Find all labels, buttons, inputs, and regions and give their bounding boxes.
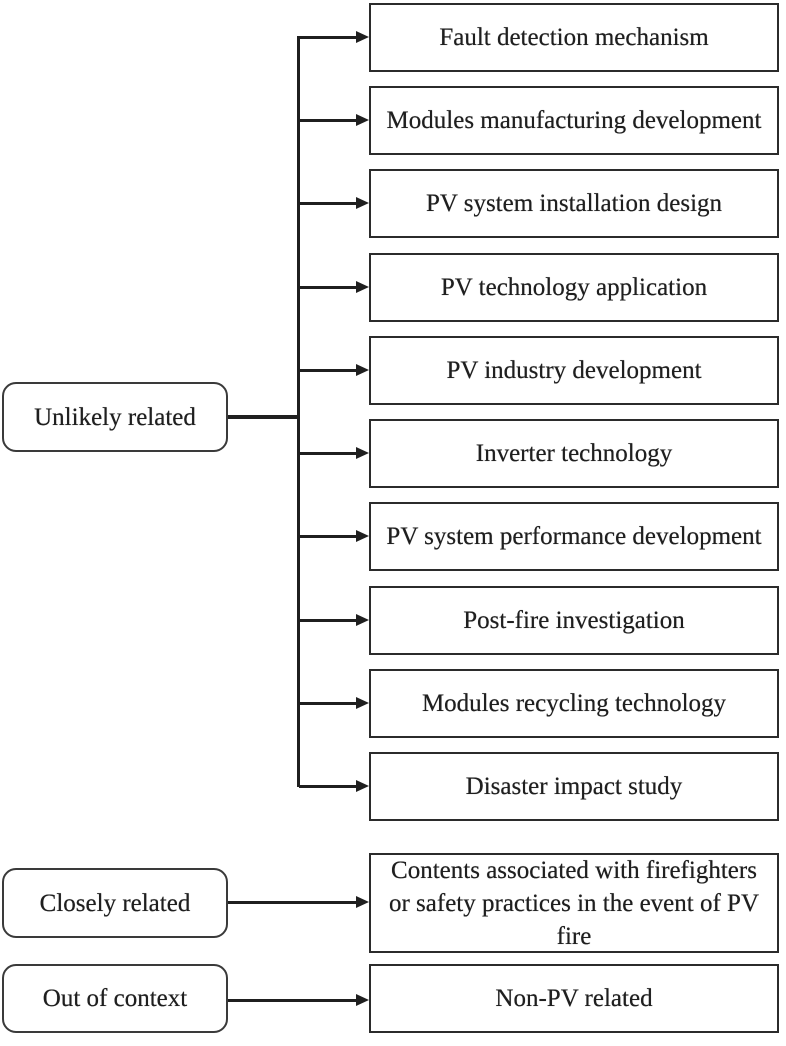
- node-pv-technology-application: PV technology application: [369, 253, 779, 322]
- node-label: Disaster impact study: [465, 773, 683, 800]
- node-label: Modules manufacturing development: [386, 107, 762, 134]
- arrow-to-disaster-impact: [299, 785, 356, 788]
- node-label: PV system installation design: [425, 190, 723, 217]
- node-label: Non-PV related: [495, 985, 653, 1012]
- node-pv-installation-design: PV system installation design: [369, 169, 779, 238]
- node-post-fire-investigation: Post-fire investigation: [369, 586, 779, 655]
- arrow-to-pv-industry-development: [299, 369, 356, 372]
- connector-unlikely-trunk: [228, 415, 298, 419]
- arrow-to-pv-performance-development: [299, 535, 356, 538]
- node-label: PV technology application: [440, 274, 708, 301]
- node-disaster-impact: Disaster impact study: [369, 752, 779, 821]
- category-closely-related: Closely related: [2, 868, 228, 938]
- node-label: Fault detection mechanism: [439, 24, 709, 51]
- node-label: Modules recycling technology: [421, 690, 727, 717]
- node-modules-manufacturing: Modules manufacturing development: [369, 86, 779, 155]
- node-firefighter-contents: Contents associated with firefighters or…: [369, 853, 779, 953]
- category-label: Closely related: [39, 889, 191, 917]
- arrow-to-pv-technology-application: [299, 286, 356, 289]
- node-label-line: or safety practices in the event of PV: [388, 889, 759, 917]
- arrow-to-inverter-technology: [299, 452, 356, 455]
- node-label: Inverter technology: [475, 440, 673, 467]
- arrow-to-post-fire-investigation: [299, 619, 356, 622]
- arrow-to-fault-detection: [299, 36, 356, 39]
- node-pv-performance-development: PV system performance development: [369, 502, 779, 571]
- category-out-of-context: Out of context: [2, 964, 228, 1033]
- arrow-to-modules-recycling: [299, 702, 356, 705]
- node-pv-industry-development: PV industry development: [369, 336, 779, 405]
- node-label-line: Contents associated with firefighters: [391, 856, 757, 884]
- node-fault-detection: Fault detection mechanism: [369, 3, 779, 72]
- category-label: Unlikely related: [34, 403, 196, 431]
- arrow-to-firefighter-contents: [228, 901, 356, 904]
- arrow-to-non-pv-related: [228, 999, 356, 1002]
- node-label: Post-fire investigation: [463, 607, 685, 634]
- node-non-pv-related: Non-PV related: [369, 964, 779, 1033]
- node-modules-recycling: Modules recycling technology: [369, 669, 779, 738]
- arrow-to-pv-installation-design: [299, 202, 356, 205]
- node-label-line: fire: [556, 922, 592, 950]
- category-unlikely-related: Unlikely related: [2, 382, 228, 452]
- arrow-to-modules-manufacturing: [299, 119, 356, 122]
- connector-vertical-trunk: [297, 36, 300, 787]
- category-label: Out of context: [42, 985, 188, 1012]
- node-label: PV system performance development: [386, 523, 762, 550]
- node-inverter-technology: Inverter technology: [369, 419, 779, 488]
- node-label: PV industry development: [446, 357, 702, 384]
